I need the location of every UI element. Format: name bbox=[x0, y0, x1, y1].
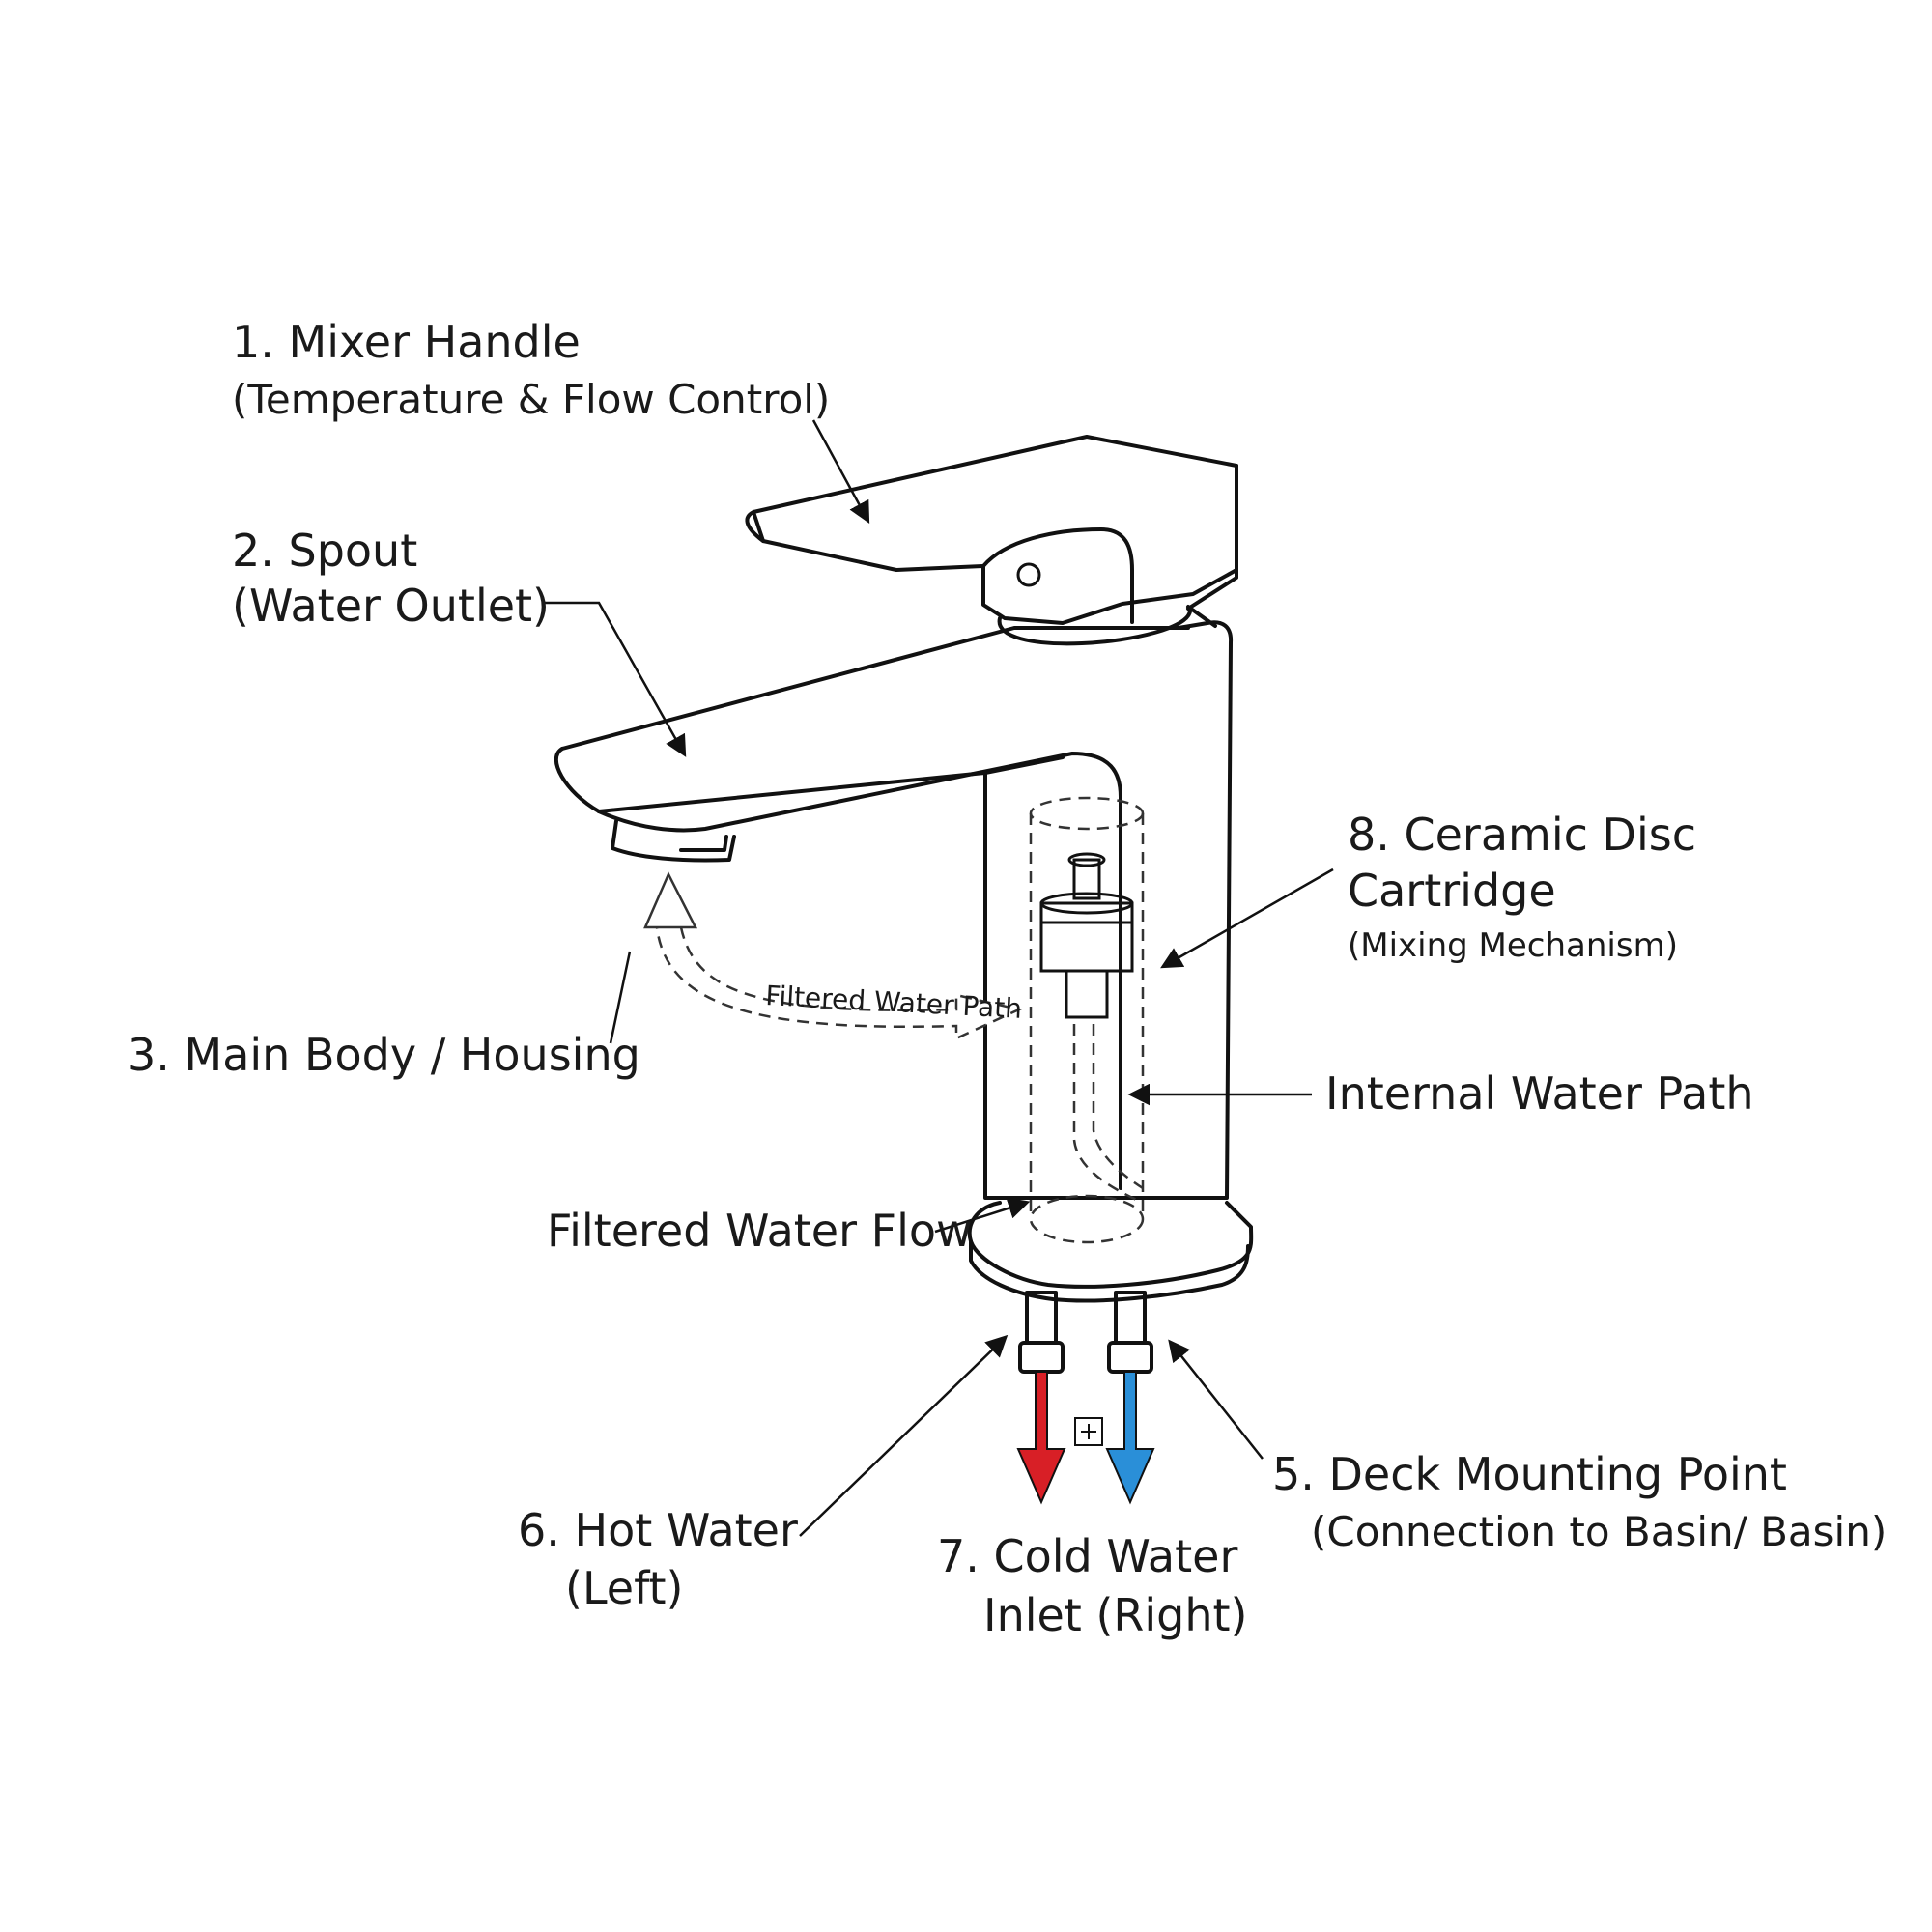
ceramic-disc-title-2: Cartridge bbox=[1348, 865, 1556, 917]
label-ceramic-disc: 8. Ceramic Disc Cartridge (Mixing Mechan… bbox=[1348, 809, 1696, 965]
deck-plate-shape bbox=[967, 1201, 1254, 1303]
ceramic-cartridge-shape bbox=[1039, 852, 1134, 1019]
hot-water-arrow bbox=[1016, 1371, 1066, 1505]
cold-water-title: 7. Cold Water bbox=[937, 1530, 1237, 1582]
mixer-handle-title: 1. Mixer Handle bbox=[232, 316, 581, 368]
faucet-illustration bbox=[554, 435, 1254, 1505]
internal-path-title: Internal Water Path bbox=[1325, 1067, 1754, 1120]
plus-box-icon bbox=[1074, 1417, 1103, 1446]
main-body-title: 3. Main Body / Housing bbox=[128, 1029, 640, 1081]
cold-water-subtitle: Inlet (Right) bbox=[983, 1589, 1247, 1641]
deck-mount-title: 5. Deck Mounting Point bbox=[1272, 1448, 1787, 1500]
label-filtered-flow: Filtered Water Flow bbox=[547, 1205, 973, 1257]
mixer-handle-shape bbox=[745, 435, 1238, 646]
internal-cylinder bbox=[1029, 796, 1145, 1244]
deck-mount-subtitle: (Connection to Basin/ Basin) bbox=[1311, 1508, 1887, 1555]
main-body-shape bbox=[983, 605, 1234, 1200]
mixer-handle-subtitle: (Temperature & Flow Control) bbox=[232, 376, 830, 423]
hot-water-subtitle: (Left) bbox=[565, 1562, 683, 1614]
label-main-body: 3. Main Body / Housing bbox=[128, 1029, 640, 1081]
ceramic-disc-title: 8. Ceramic Disc bbox=[1348, 809, 1696, 861]
hot-water-title: 6. Hot Water bbox=[518, 1504, 798, 1556]
leader-lines bbox=[543, 419, 1334, 1537]
spout-title: 2. Spout bbox=[232, 525, 417, 577]
spout-shape bbox=[554, 626, 1190, 1190]
filtered-water-path-arrow bbox=[643, 871, 1023, 1040]
cold-water-arrow bbox=[1105, 1371, 1155, 1505]
label-internal-path: Internal Water Path bbox=[1325, 1067, 1754, 1120]
ceramic-disc-subtitle: (Mixing Mechanism) bbox=[1348, 926, 1678, 965]
inlet-pipes bbox=[1018, 1291, 1153, 1374]
label-mixer-handle: 1. Mixer Handle (Temperature & Flow Cont… bbox=[232, 316, 830, 423]
label-hot-water: 6. Hot Water (Left) bbox=[518, 1504, 798, 1614]
label-deck-mount: 5. Deck Mounting Point (Connection to Ba… bbox=[1272, 1448, 1887, 1555]
filtered-flow-title: Filtered Water Flow bbox=[547, 1205, 973, 1257]
spout-subtitle: (Water Outlet) bbox=[232, 580, 550, 632]
label-cold-water: 7. Cold Water Inlet (Right) bbox=[937, 1530, 1247, 1641]
label-spout: 2. Spout (Water Outlet) bbox=[232, 525, 550, 632]
